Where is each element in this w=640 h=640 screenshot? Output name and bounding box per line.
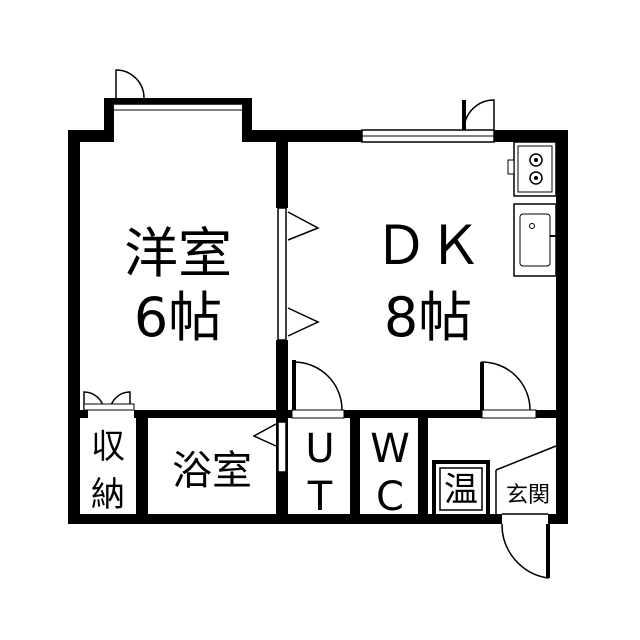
bathroom-label: 浴室 [172,448,252,494]
western-room-label-line1: 洋室 [124,222,232,285]
closet-label-line1: 収 [91,427,125,467]
utility-label-line1: U [305,426,334,472]
entrance-door-swing-icon [501,513,550,579]
water-heater-label: 温 [444,470,478,510]
closet-door-icon [83,391,135,411]
dk-door-swing-icon [462,99,495,131]
toilet-label-line2: C [376,474,404,520]
dk-window [361,129,495,143]
entrance-label: 玄関 [506,483,550,508]
closet-label-line2: 納 [91,475,125,515]
toilet-label-line1: W [370,426,410,472]
sliding-door-room-dk [277,207,320,341]
stove-icon [507,141,557,197]
bath-door-icon [252,421,287,473]
water-heater-box [432,460,490,518]
entrance-step-line [495,445,557,514]
sink-icon [513,203,558,277]
outer-walls [68,130,568,524]
dk-label-line1: ＤＫ [374,214,482,277]
utility-label-line2: T [307,474,333,520]
dk-label-line2: 8帖 [384,286,472,349]
balcony [104,98,252,132]
western-room-label-line2: 6帖 [134,286,222,349]
balcony-door-swing-icon [115,69,145,99]
wc-door-swing-icon [480,361,537,419]
ut-door-swing-icon [291,360,345,419]
